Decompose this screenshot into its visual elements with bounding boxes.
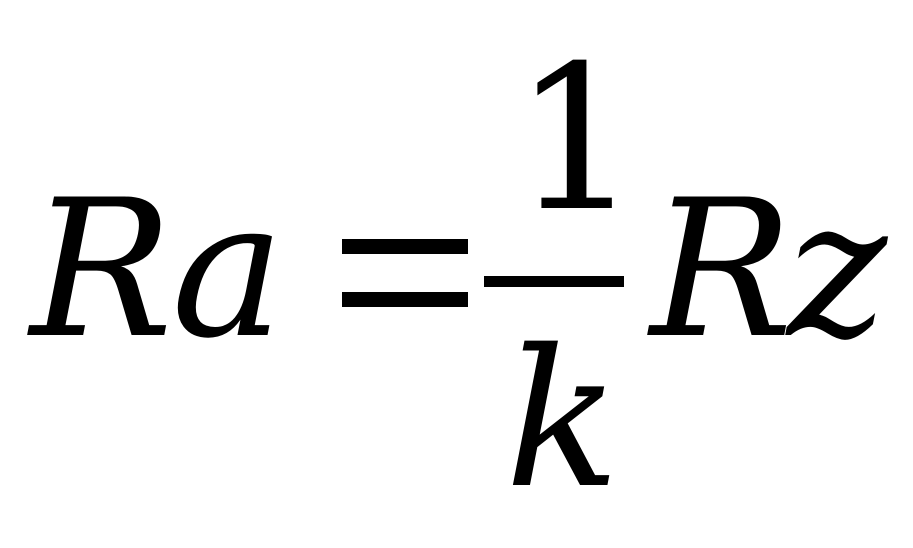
formula-rhs-rz: Rz [650, 159, 887, 380]
fraction-numerator: 1 [513, 23, 641, 256]
formula-lhs-ra: Ra [30, 159, 285, 380]
fraction-bar [484, 276, 624, 287]
equals-bar-top [342, 239, 468, 254]
equals-bar-bottom [342, 292, 468, 307]
fraction-denominator: k [505, 309, 621, 530]
